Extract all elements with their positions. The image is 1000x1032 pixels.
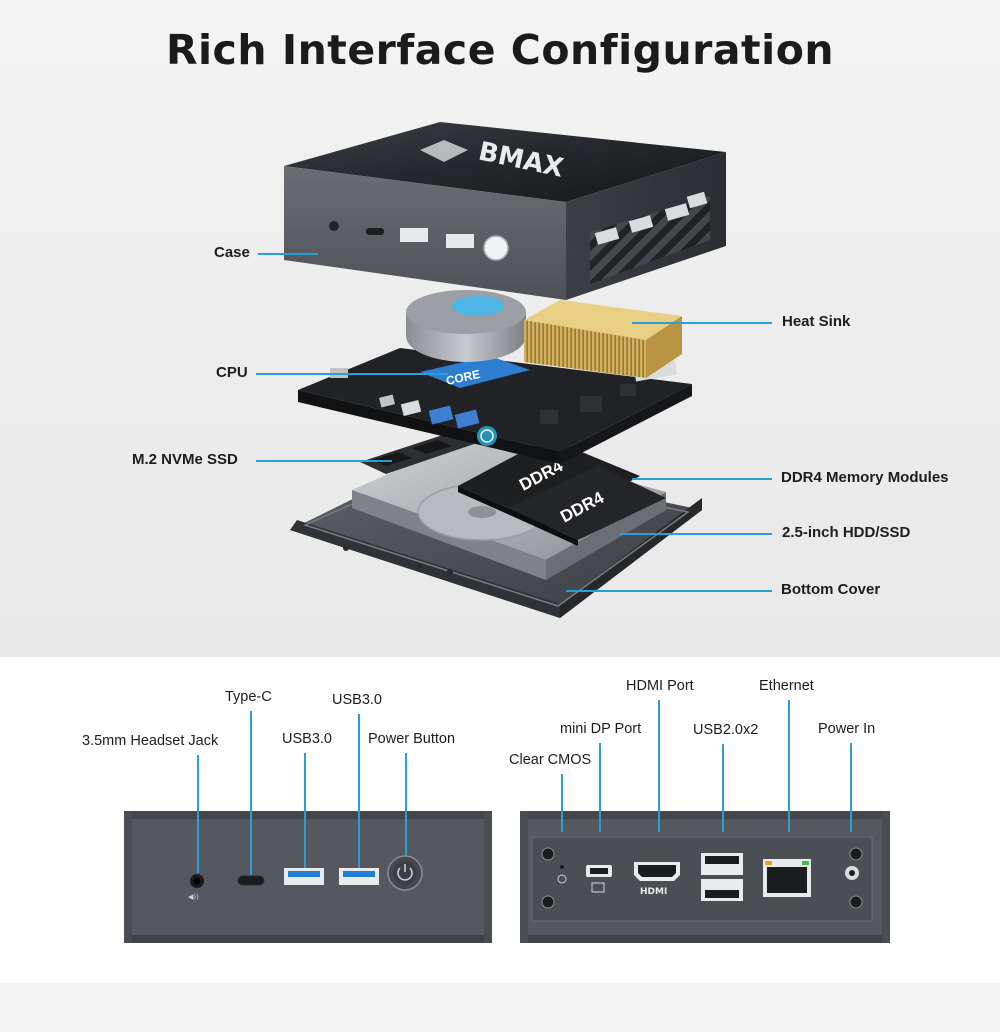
hdmi-logo: HDMI [640, 887, 667, 897]
heat-sink-part [406, 290, 682, 378]
leader-power-button [405, 753, 407, 856]
leader-hdmi [658, 700, 660, 832]
mini-dp-port [586, 865, 612, 893]
label-usb30-top: USB3.0 [332, 692, 382, 708]
label-power-in: Power In [818, 721, 876, 737]
label-ethernet: Ethernet [759, 678, 814, 694]
leader-power-in [850, 743, 852, 832]
cpu-chip: CORE [420, 356, 530, 388]
label-cpu: CPU [216, 364, 248, 381]
type-c-port [237, 875, 265, 886]
case-part: BMAX [284, 122, 726, 300]
leader-hdd [620, 533, 772, 535]
label-memory: DDR4 Memory Modules [781, 469, 949, 486]
leader-memory [632, 478, 772, 480]
label-power-button: Power Button [368, 731, 456, 747]
leader-ssd [256, 460, 392, 462]
footer-band [0, 983, 1000, 1032]
power-in-port [845, 866, 859, 880]
clear-cmos-button [557, 865, 567, 884]
leader-usb20 [722, 744, 724, 832]
leader-clear-cmos [561, 774, 563, 832]
leader-usb30-top [358, 714, 360, 868]
usb30-port-2 [339, 868, 379, 885]
label-ssd: M.2 NVMe SSD [132, 451, 238, 468]
leader-headset [197, 755, 199, 873]
leader-usb30-left [304, 753, 306, 868]
label-hdd: 2.5-inch HDD/SSD [782, 524, 911, 541]
label-case: Case [214, 244, 250, 261]
label-usb30-left: USB3.0 [282, 731, 332, 747]
power-button [387, 855, 423, 891]
label-usb20: USB2.0x2 [693, 722, 759, 738]
usb20-ports [701, 853, 743, 901]
ports-illustration: ◀)) [124, 811, 890, 943]
leader-ethernet [788, 700, 790, 832]
ethernet-port [763, 859, 811, 897]
page-title: Rich Interface Configuration [165, 26, 835, 74]
leader-case [258, 253, 318, 255]
front-panel: ◀)) [124, 811, 492, 943]
headset-jack-port: ◀)) [188, 874, 204, 901]
exploded-view-illustration: DDR4 DDR4 CO [284, 122, 726, 618]
label-hdmi: HDMI Port [626, 678, 694, 694]
hdmi-port: HDMI [634, 862, 680, 897]
label-heat-sink: Heat Sink [782, 313, 851, 330]
label-headset: 3.5mm Headset Jack [82, 733, 219, 749]
leader-mini-dp [599, 743, 601, 832]
leader-type-c [250, 711, 252, 875]
svg-text:◀)): ◀)) [188, 893, 199, 901]
usb30-port-1 [284, 868, 324, 885]
label-bottom-cover: Bottom Cover [781, 581, 881, 598]
rear-panel: HDMI [520, 811, 890, 943]
label-type-c: Type-C [225, 689, 272, 705]
ports-section: ◀)) [0, 657, 1000, 983]
leader-bottom-cover [566, 590, 772, 592]
m2-ssd-part [360, 432, 480, 474]
exploded-view-section: DDR4 DDR4 CO [0, 0, 1000, 657]
leader-heat-sink [632, 322, 772, 324]
label-clear-cmos: Clear CMOS [509, 752, 592, 768]
leader-cpu [256, 373, 448, 375]
label-mini-dp: mini DP Port [560, 721, 642, 737]
